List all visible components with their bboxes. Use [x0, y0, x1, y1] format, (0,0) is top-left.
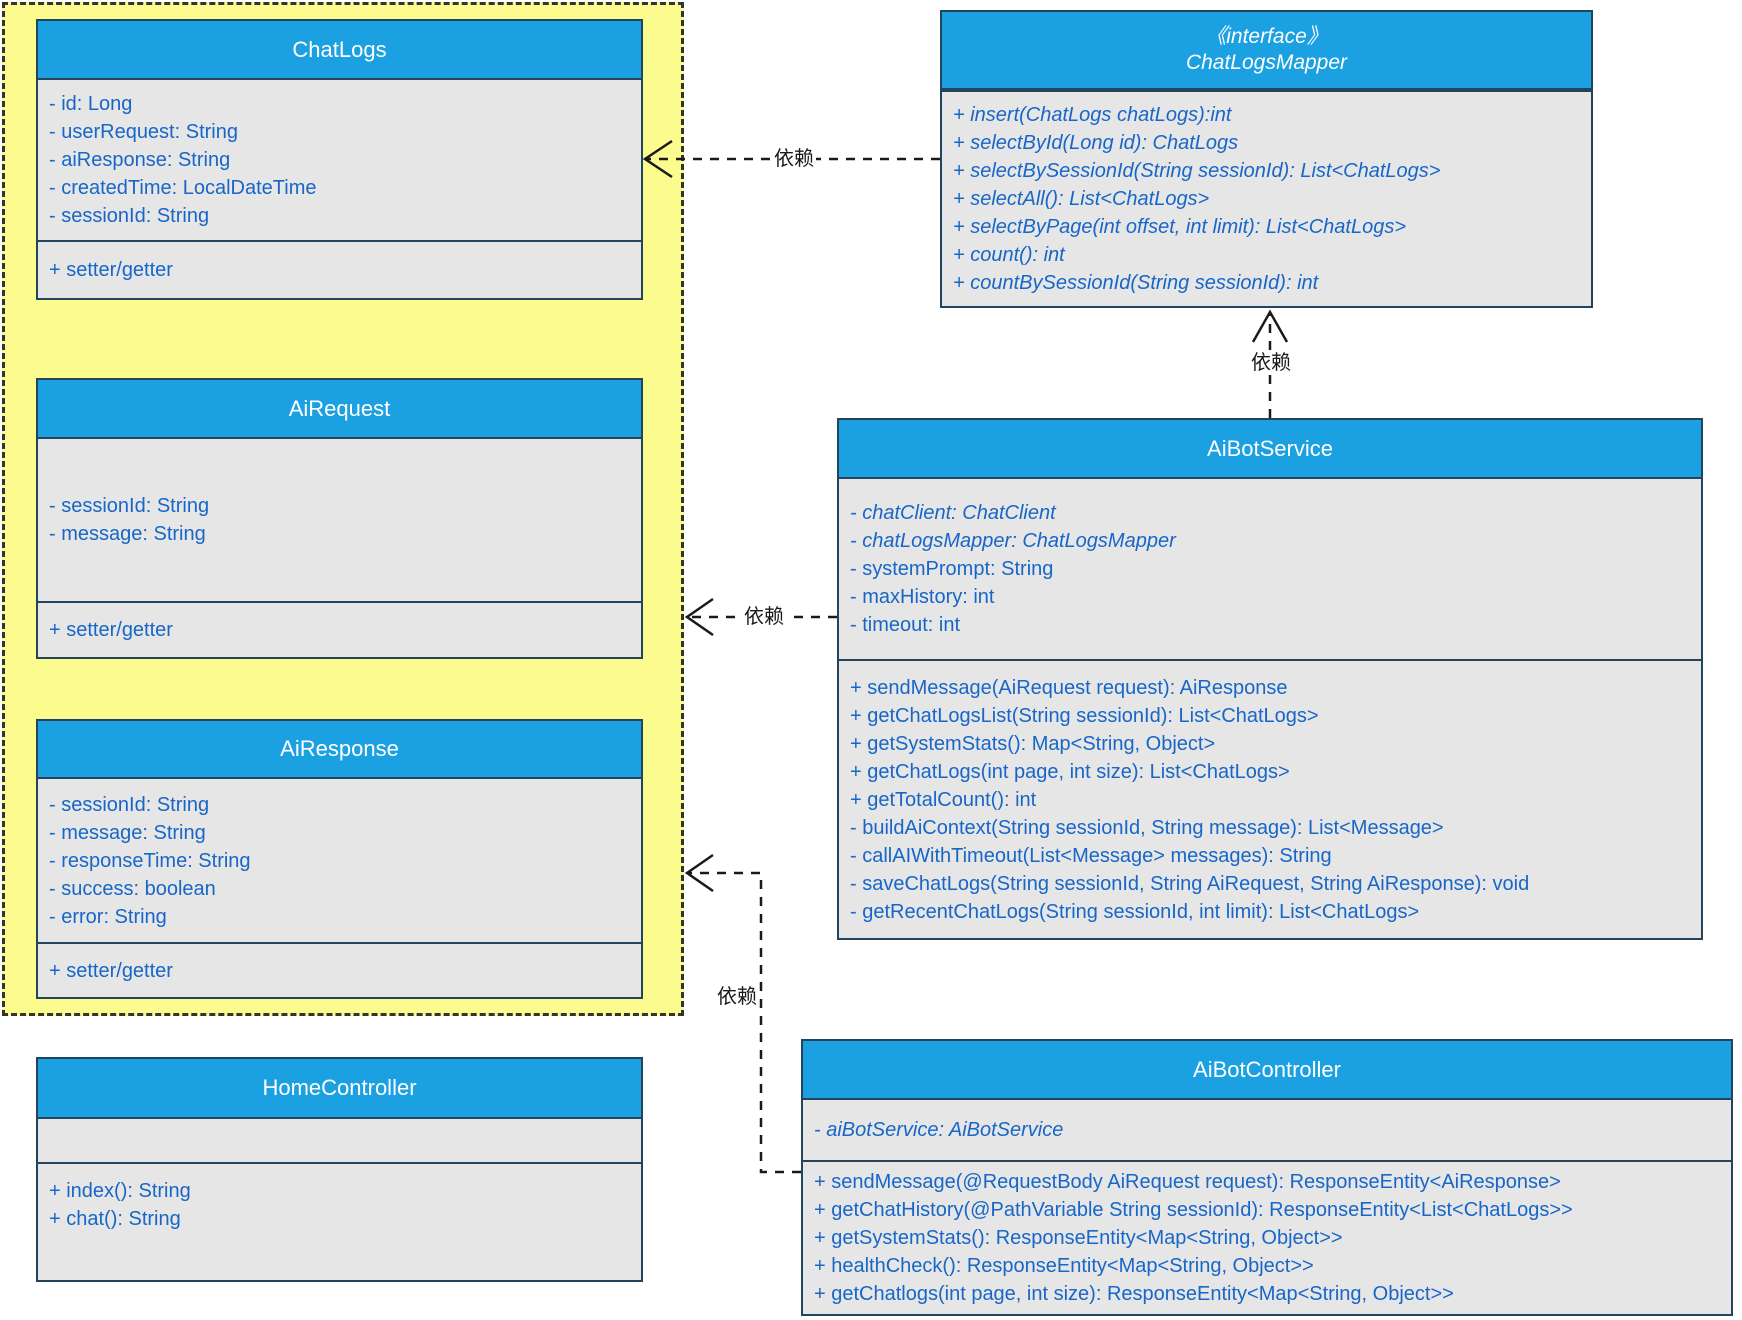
method-line: + getChatLogs(int page, int size): List<… [850, 760, 1290, 783]
attribute-line: - chatLogsMapper: ChatLogsMapper [850, 530, 1176, 552]
attribute-line: - message: String [49, 821, 206, 844]
class-title-text: AiRequest [288, 395, 391, 421]
method-line: + selectAll(): List<ChatLogs> [953, 188, 1210, 210]
method-line: + count(): int [953, 244, 1065, 266]
dependency-arrow-controller-to-airesponse [688, 871, 801, 1174]
method-line: + setter/getter [49, 619, 173, 641]
class-title-airequest: AiRequest [38, 380, 641, 439]
interface-box-chatlogsmapper: 《interface》 ChatLogsMapper + insert(Chat… [940, 10, 1593, 308]
method-line: + selectBySessionId(String sessionId): L… [953, 160, 1441, 182]
method-line: - getRecentChatLogs(String sessionId, in… [850, 900, 1420, 923]
attribute-line: - sessionId: String [49, 793, 210, 816]
method-line: + getTotalCount(): int [850, 788, 1037, 811]
attribute-line: - chatClient: ChatClient [850, 502, 1056, 524]
attribute-line: - userRequest: String [49, 121, 238, 143]
method-line: + sendMessage(@RequestBody AiRequest req… [814, 1171, 1561, 1193]
class-box-chatlogs: ChatLogs - id: Long - userRequest: Strin… [36, 19, 643, 300]
class-box-airequest: AiRequest - sessionId: String - message:… [36, 378, 643, 659]
method-line: + getChatlogs(int page, int size): Respo… [814, 1283, 1454, 1305]
method-line: + insert(ChatLogs chatLogs):int [953, 104, 1232, 126]
method-line: + getChatHistory(@PathVariable String se… [814, 1199, 1573, 1221]
dependency-label: 依赖 [772, 147, 816, 171]
attribute-line: - maxHistory: int [850, 586, 995, 608]
dependency-arrowhead [684, 597, 714, 637]
attribute-line: - error: String [49, 905, 167, 928]
attribute-line: - timeout: int [850, 614, 961, 636]
attribute-line: - responseTime: String [49, 849, 251, 872]
methods-compartment: + sendMessage(AiRequest request): AiResp… [839, 659, 1701, 938]
method-line: + chat(): String [49, 1208, 181, 1230]
attribute-line: - systemPrompt: String [850, 558, 1054, 580]
method-line: + healthCheck(): ResponseEntity<Map<Stri… [814, 1255, 1314, 1277]
method-line: + setter/getter [49, 959, 173, 982]
attribute-line: - id: Long [49, 93, 133, 115]
class-title-text: ChatLogs [292, 36, 387, 62]
method-line: + index(): String [49, 1180, 191, 1202]
dependency-arrowhead [684, 853, 714, 893]
method-line: + sendMessage(AiRequest request): AiResp… [850, 676, 1288, 699]
class-title-text: AiResponse [280, 736, 399, 761]
class-title-aibotservice: AiBotService [839, 420, 1701, 479]
attributes-compartment: - chatClient: ChatClient - chatLogsMappe… [839, 479, 1701, 659]
stereotype-text: 《interface》 [1205, 25, 1328, 48]
method-line: + getChatLogsList(String sessionId): Lis… [850, 704, 1319, 727]
attribute-line: - message: String [49, 523, 206, 545]
method-line: + getSystemStats(): ResponseEntity<Map<S… [814, 1227, 1343, 1249]
methods-compartment: + index(): String + chat(): String [38, 1162, 641, 1280]
attribute-line: - success: boolean [49, 877, 216, 900]
attributes-compartment: - id: Long - userRequest: String - aiRes… [38, 80, 641, 240]
attributes-compartment: - aiBotService: AiBotService [803, 1100, 1731, 1160]
dependency-label: 依赖 [715, 985, 759, 1009]
class-box-homecontroller: HomeController + index(): String + chat(… [36, 1057, 643, 1282]
methods-compartment: + setter/getter [38, 942, 641, 997]
method-line: - callAIWithTimeout(List<Message> messag… [850, 844, 1332, 867]
interface-title-chatlogsmapper: 《interface》 ChatLogsMapper [942, 12, 1591, 90]
class-title-text: AiBotService [1207, 435, 1333, 461]
method-line: - saveChatLogs(String sessionId, String … [850, 872, 1530, 895]
method-line: + getSystemStats(): Map<String, Object> [850, 732, 1216, 755]
class-box-airesponse: AiResponse - sessionId: String - message… [36, 719, 643, 999]
methods-compartment: + insert(ChatLogs chatLogs):int + select… [942, 90, 1591, 306]
methods-compartment: + setter/getter [38, 601, 641, 657]
class-title-text: ChatLogsMapper [1185, 51, 1348, 74]
attribute-line: - aiResponse: String [49, 149, 231, 171]
attributes-compartment: - sessionId: String - message: String [38, 439, 641, 601]
attributes-compartment: - sessionId: String - message: String - … [38, 779, 641, 942]
class-box-aibotcontroller: AiBotController - aiBotService: AiBotSer… [801, 1039, 1733, 1316]
attribute-line: - aiBotService: AiBotService [814, 1119, 1064, 1141]
method-line: + countBySessionId(String sessionId): in… [953, 272, 1319, 294]
method-line: + selectByPage(int offset, int limit): L… [953, 216, 1406, 238]
method-line: - buildAiContext(String sessionId, Strin… [850, 816, 1444, 839]
attribute-line: - sessionId: String [49, 495, 210, 517]
class-title-chatlogs: ChatLogs [38, 21, 641, 80]
method-line: + selectById(Long id): ChatLogs [953, 132, 1239, 154]
method-line: + setter/getter [49, 259, 173, 281]
attributes-compartment [38, 1119, 641, 1162]
class-title-homecontroller: HomeController [38, 1059, 641, 1119]
methods-compartment: + sendMessage(@RequestBody AiRequest req… [803, 1160, 1731, 1314]
dependency-label: 依赖 [742, 605, 786, 629]
class-box-aibotservice: AiBotService - chatClient: ChatClient - … [837, 418, 1703, 940]
dependency-label: 依赖 [1249, 351, 1293, 375]
class-title-aibotcontroller: AiBotController [803, 1041, 1731, 1100]
class-title-text: AiBotController [1193, 1056, 1341, 1082]
methods-compartment: + setter/getter [38, 240, 641, 298]
class-title-text: HomeController [262, 1075, 417, 1100]
dependency-arrowhead [1251, 309, 1289, 343]
attribute-line: - createdTime: LocalDateTime [49, 177, 317, 199]
attribute-line: - sessionId: String [49, 205, 210, 227]
class-title-airesponse: AiResponse [38, 721, 641, 779]
